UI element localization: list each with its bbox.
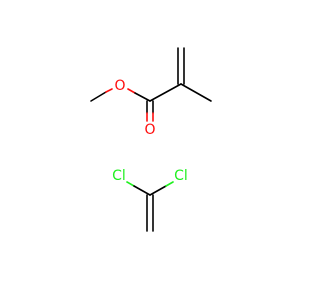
bond-cl-left-c [133, 185, 151, 196]
atom-label-ester-oxygen: O [114, 78, 125, 94]
bond-cl-right-c-green [165, 181, 174, 187]
bond-ester-o-carbonyl [134, 92, 151, 102]
bond-methyl-ester-o [90, 91, 107, 102]
methyl-methacrylate-structure: O O [90, 47, 212, 138]
bond-cl-left-c-green [126, 181, 135, 187]
atom-label-chlorine-left: Cl [112, 168, 126, 184]
atom-label-carbonyl-oxygen: O [144, 122, 155, 138]
dichloroethene-structure: Cl Cl [112, 168, 188, 232]
bond-carbonyl-alpha [149, 83, 182, 102]
bond-ester-o-carbonyl-red [127, 88, 136, 94]
bond-cl-right-c [149, 185, 167, 196]
atom-label-chlorine-right: Cl [174, 168, 188, 184]
bond-alpha-methyl [180, 83, 212, 102]
bond-methyl-ester-o-red [105, 88, 113, 93]
structure-canvas: O O Cl Cl [90, 47, 212, 232]
